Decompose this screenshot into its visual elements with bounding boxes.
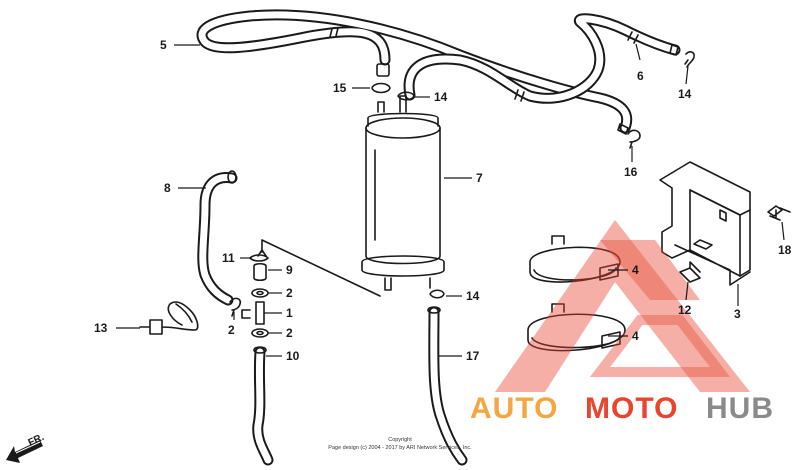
callout-4-upper: 4: [632, 263, 639, 277]
callout-16: 16: [624, 165, 638, 179]
callout-3: 3: [734, 307, 741, 321]
leader-lines: [116, 43, 785, 357]
front-direction-label: FR.: [27, 432, 46, 449]
callout-2-left: 2: [228, 323, 235, 337]
callout-14-canister-top: 14: [434, 90, 448, 104]
clip-14-canister-bottom[interactable]: [429, 289, 445, 299]
hose-17[interactable]: [427, 306, 468, 466]
tube-13[interactable]: [139, 301, 199, 335]
clip-2-upper[interactable]: [251, 288, 269, 298]
hose-10[interactable]: [252, 346, 274, 466]
callout-14-top-right: 14: [678, 87, 692, 101]
bracket-3[interactable]: [659, 161, 751, 286]
callout-7: 7: [476, 171, 483, 185]
band-4-lower[interactable]: [527, 303, 626, 352]
clip-14-top-right[interactable]: [684, 51, 695, 68]
cap-9[interactable]: [253, 262, 267, 282]
callout-10: 10: [286, 349, 300, 363]
callout-6: 6: [637, 69, 644, 83]
callout-14-canister-bottom: 14: [466, 289, 480, 303]
watermark-text-moto: MOTO: [585, 392, 678, 425]
hose-6[interactable]: [403, 13, 681, 104]
evap-canister-7[interactable]: [361, 95, 445, 291]
callout-11: 11: [222, 251, 235, 265]
hose-end-fittings: [617, 44, 679, 135]
callout-15: 15: [333, 81, 347, 95]
callout-2-lower: 2: [286, 326, 293, 340]
clip-14-canister-top[interactable]: [397, 91, 415, 101]
callout-4-lower: 4: [632, 329, 639, 343]
callout-9: 9: [286, 263, 293, 277]
hose-5[interactable]: [196, 9, 633, 134]
three-way-joint-1[interactable]: [241, 301, 265, 325]
clip-16[interactable]: [627, 129, 641, 149]
hose-joint-marks: [329, 27, 639, 102]
callout-8: 8: [164, 181, 171, 195]
front-direction-arrow: [6, 440, 43, 463]
clip-11[interactable]: [249, 249, 269, 262]
copyright-heading: Copyright: [388, 437, 412, 443]
callout-12: 12: [678, 303, 692, 317]
clip-2-lower[interactable]: [251, 328, 269, 338]
callout-18: 18: [778, 243, 792, 257]
hose-8[interactable]: [197, 170, 238, 306]
watermark-text-auto: AUTO: [470, 392, 558, 425]
callout-13: 13: [94, 321, 108, 335]
callout-2-upper: 2: [286, 286, 293, 300]
watermark-logo: [495, 220, 750, 392]
fitting-15[interactable]: [371, 63, 391, 94]
callout-1: 1: [286, 306, 293, 320]
callout-5: 5: [160, 38, 167, 52]
watermark-text-hub: HUB: [706, 392, 774, 425]
bracket-piece-12[interactable]: [679, 261, 701, 283]
band-4-upper[interactable]: [529, 235, 621, 283]
clip-2-left[interactable]: [229, 297, 242, 317]
copyright-line: Page design (c) 2004 - 2017 by ARI Netwo…: [328, 445, 472, 451]
bolt-18[interactable]: [767, 205, 791, 221]
callout-17: 17: [466, 349, 480, 363]
